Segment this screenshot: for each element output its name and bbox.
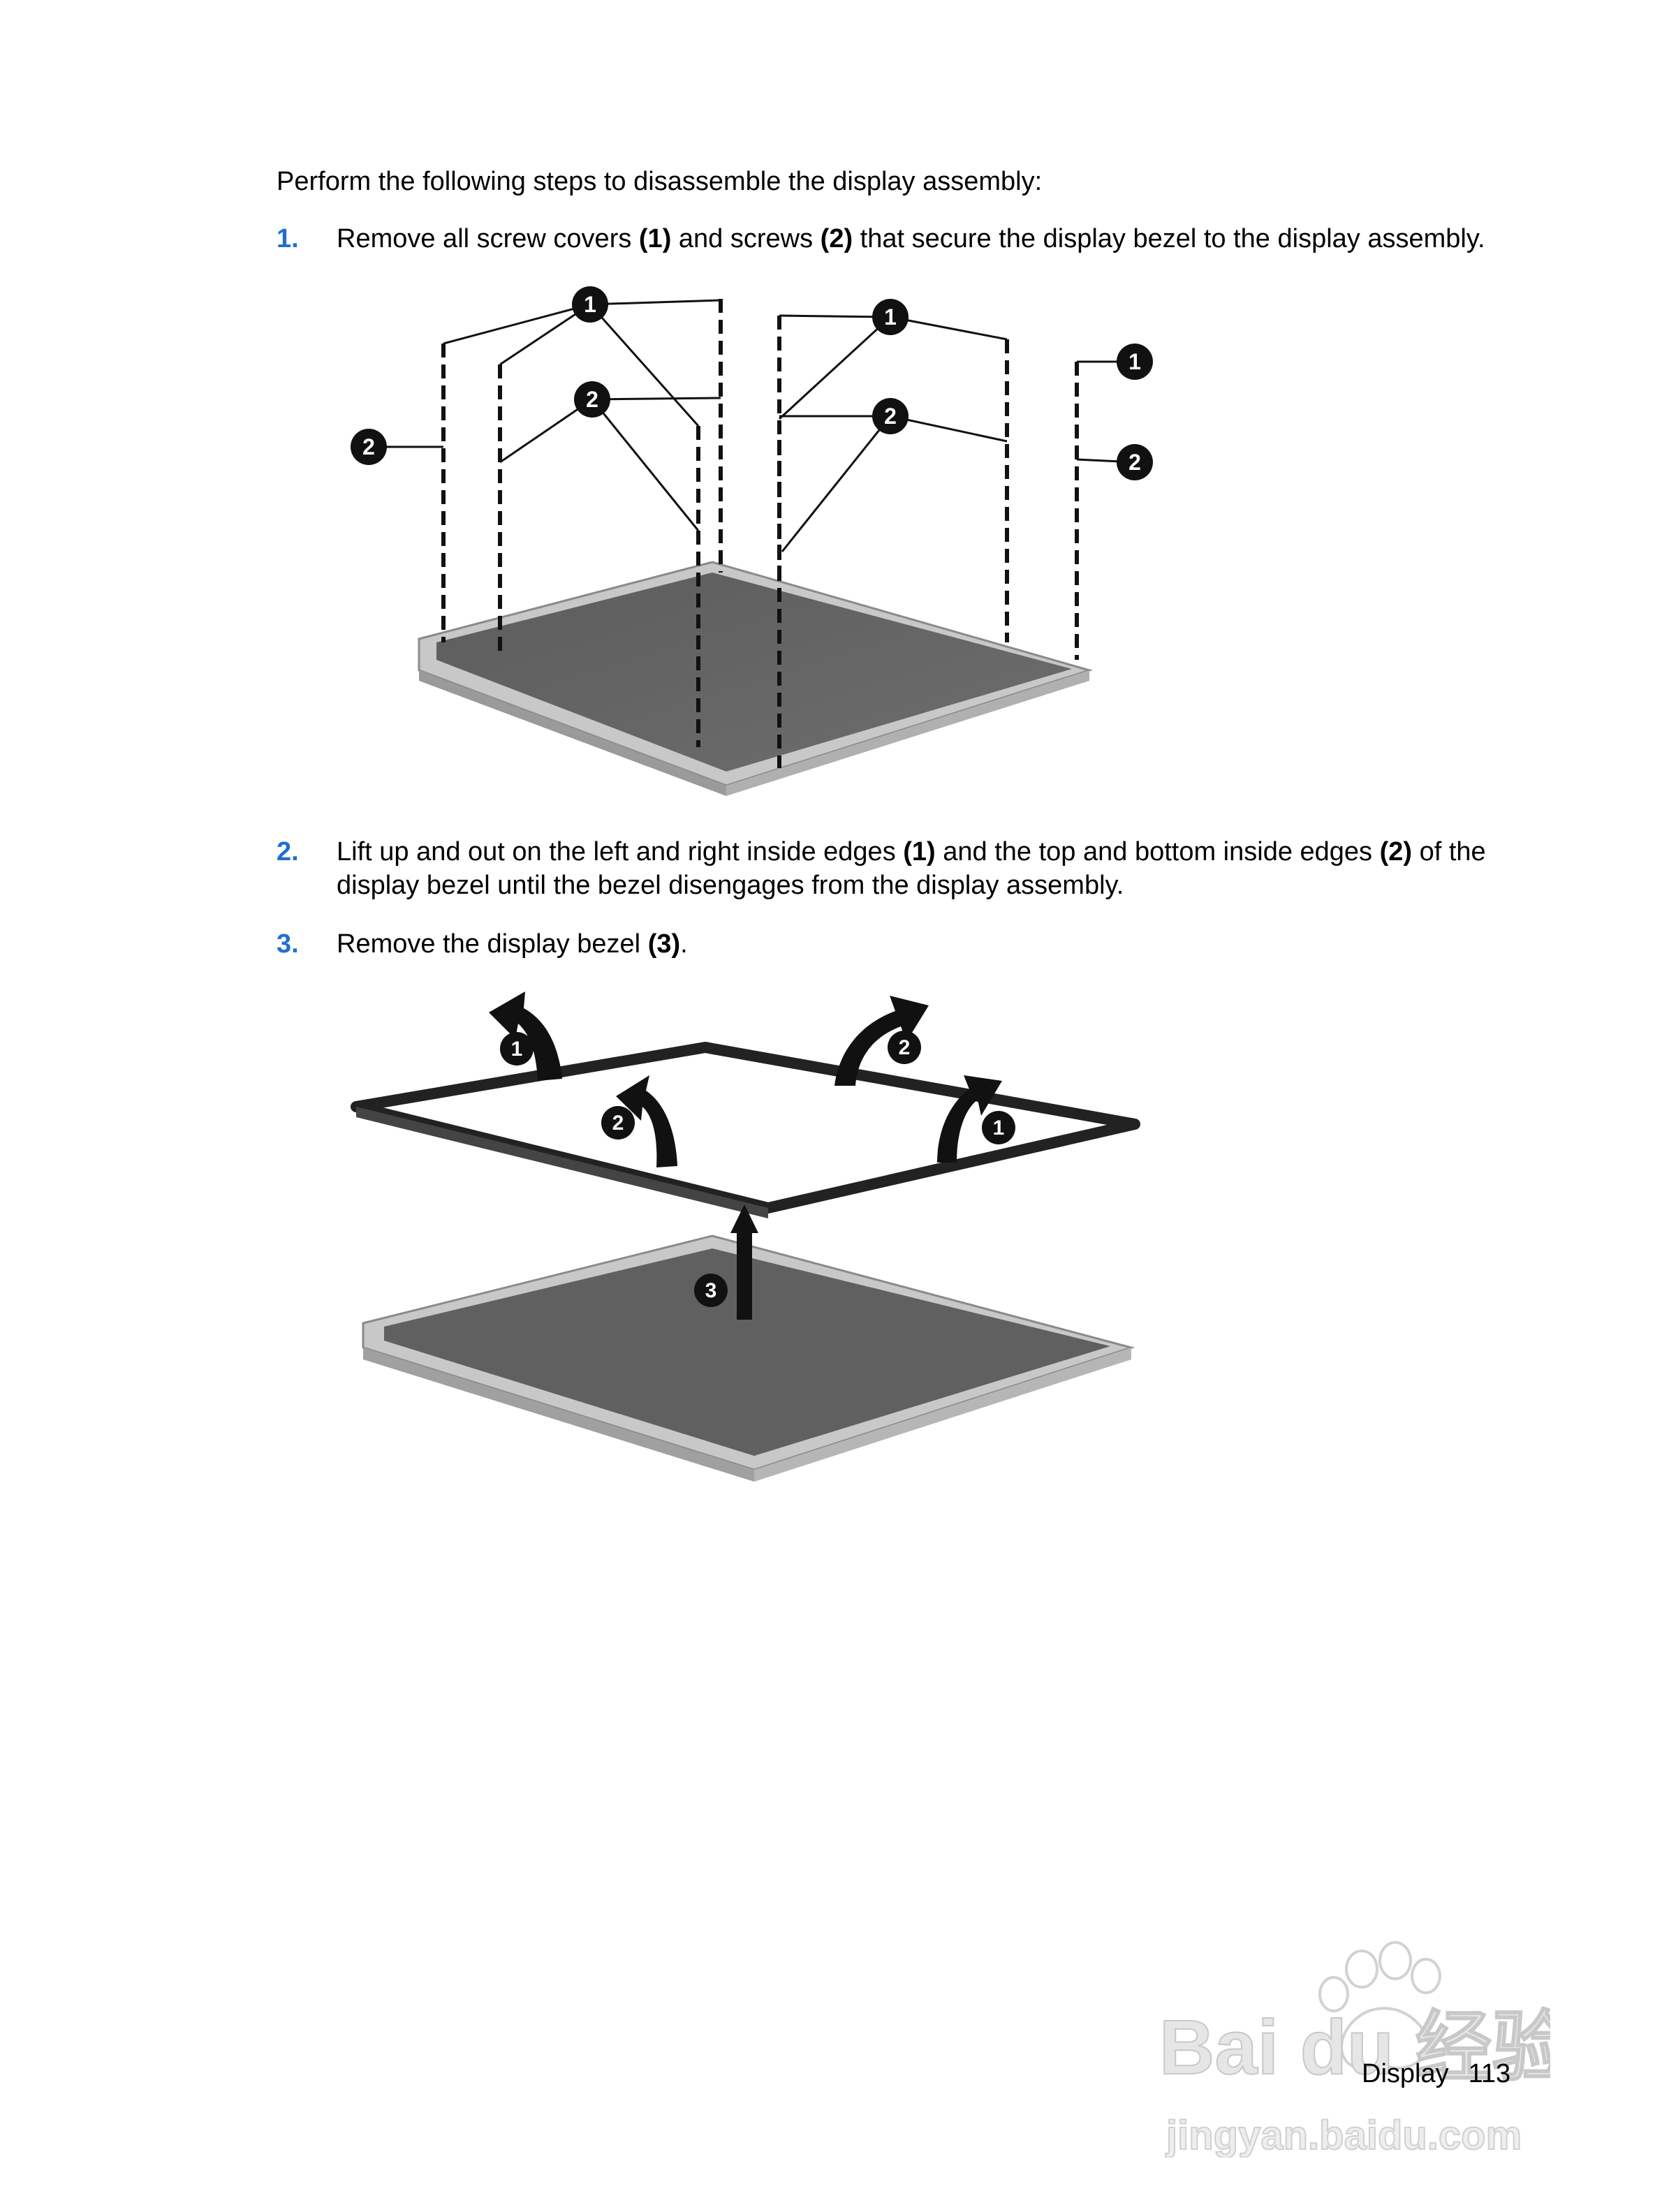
callout-2: 2 [612,1112,624,1135]
callout-1: 1 [993,1116,1005,1140]
callout-2: 2 [586,387,598,412]
callout-1: 1 [1128,349,1141,374]
callout-3: 3 [705,1279,717,1302]
callout-1: 1 [584,292,596,317]
step-text: Remove the display bezel (3). [337,929,688,959]
footer-section: Display [1362,2059,1449,2088]
watermark-url: jingyan.baidu.com [1165,2113,1522,2158]
page-number: 113 [1468,2059,1511,2088]
callout-2: 2 [899,1036,911,1059]
step-number: 2. [277,837,299,867]
screw-removal-figure: 1 2 1 2 1 2 2 [351,286,1153,796]
callout-1: 1 [884,304,897,330]
callout-2: 2 [362,434,375,459]
intro-paragraph: Perform the following steps to disassemb… [277,167,1043,196]
step-number: 1. [277,224,299,253]
step-text: Lift up and out on the left and right in… [337,837,1486,900]
watermark-brand: Bai du 经验 [1159,2005,1550,2091]
page-footer: Display 113 [1362,2057,1510,2091]
callout-2: 2 [884,404,897,429]
callout-1: 1 [511,1038,523,1061]
bezel-removal-figure: 1 2 2 1 3 [351,991,1140,1482]
step-number: 3. [277,929,299,959]
callout-2: 2 [1128,450,1141,475]
step-text: Remove all screw covers (1) and screws (… [337,224,1485,253]
baidu-watermark: Bai du 经验 jingyan.baidu.com [1159,1941,1550,2158]
